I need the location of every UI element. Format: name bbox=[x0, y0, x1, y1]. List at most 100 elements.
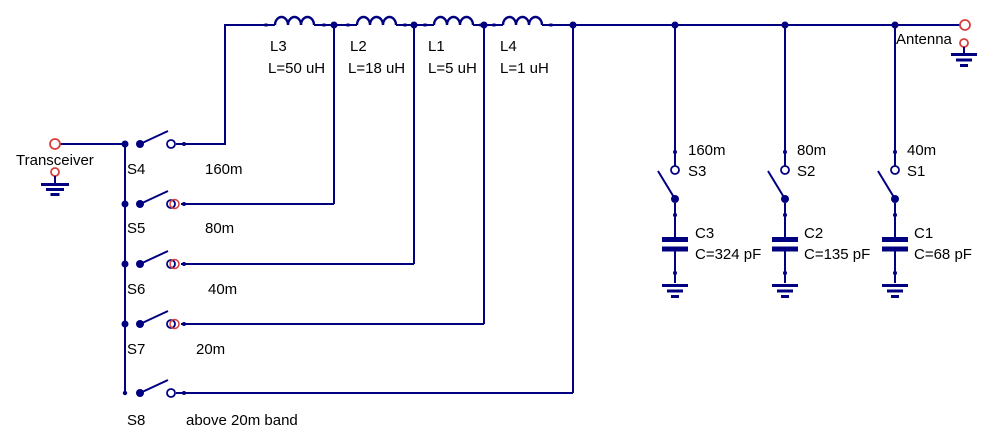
capacitor-C3[interactable]: C3 C=324 pF bbox=[662, 225, 761, 263]
inductor-ref: L4 bbox=[500, 38, 517, 55]
switch-band-label: 80m bbox=[797, 142, 826, 159]
port-antenna[interactable]: Antenna bbox=[896, 19, 971, 48]
switch-band-label: 40m bbox=[907, 142, 936, 159]
switch-ref: S1 bbox=[907, 163, 925, 180]
pin-dot bbox=[182, 202, 186, 206]
inductor-value: L=1 uH bbox=[500, 60, 549, 77]
inductor-ref: L3 bbox=[270, 38, 287, 55]
pin-dot bbox=[322, 23, 326, 27]
pin-dot bbox=[893, 213, 897, 217]
switch-S8[interactable]: S8 above 20m band bbox=[127, 379, 298, 429]
pin-dot bbox=[673, 150, 677, 154]
inductor-value: L=50 uH bbox=[268, 60, 325, 77]
pin-dot bbox=[182, 262, 186, 266]
switch-band-label: above 20m band bbox=[186, 412, 298, 429]
switch-open-contact-icon bbox=[890, 165, 900, 175]
switch-open-contact-icon bbox=[670, 165, 680, 175]
switch-blade-icon[interactable] bbox=[139, 190, 169, 205]
ground-C1[interactable] bbox=[882, 271, 908, 298]
switch-ref: S6 bbox=[127, 281, 145, 298]
ground-C3[interactable] bbox=[662, 271, 688, 298]
pin-dot bbox=[182, 322, 186, 326]
switch-blade-icon[interactable] bbox=[657, 170, 676, 200]
inductor-coil-icon[interactable] bbox=[432, 15, 475, 26]
switch-open-contact-icon bbox=[780, 165, 790, 175]
capacitor-C1[interactable]: C1 C=68 pF bbox=[882, 225, 972, 263]
junction-dot bbox=[121, 140, 129, 148]
switch-S6[interactable]: S6 40m bbox=[127, 250, 237, 298]
ground-icon bbox=[772, 284, 798, 298]
capacitor-plate-icon[interactable] bbox=[662, 237, 688, 242]
port-node-icon[interactable] bbox=[49, 138, 61, 150]
inductor-L2[interactable]: L2 L=18 uH bbox=[346, 15, 407, 77]
switch-blade-icon[interactable] bbox=[767, 170, 786, 200]
switch-band-label: 20m bbox=[196, 341, 225, 358]
inductor-value: L=18 uH bbox=[348, 60, 405, 77]
switch-blade-icon[interactable] bbox=[139, 250, 169, 265]
inductor-coil-icon[interactable] bbox=[273, 15, 316, 26]
capacitor-plate-icon[interactable] bbox=[772, 237, 798, 242]
switch-S2[interactable]: 80m S2 bbox=[767, 142, 826, 217]
switch-blade-icon[interactable] bbox=[139, 379, 169, 394]
capacitor-plate-icon[interactable] bbox=[882, 237, 908, 242]
ground-C2[interactable] bbox=[772, 271, 798, 298]
port-node-icon[interactable] bbox=[959, 19, 971, 31]
inductor-coil-icon[interactable] bbox=[501, 15, 544, 26]
pin-dot bbox=[403, 23, 407, 27]
inductor-coil-icon[interactable] bbox=[355, 15, 398, 26]
switch-S7[interactable]: S7 20m bbox=[127, 310, 225, 358]
junction-dot bbox=[480, 21, 488, 29]
pin-dot bbox=[893, 271, 897, 275]
switch-ref: S3 bbox=[688, 163, 706, 180]
ground-antenna[interactable] bbox=[951, 38, 977, 67]
switch-S3[interactable]: 160m S3 bbox=[657, 142, 726, 217]
capacitor-value: C=68 pF bbox=[914, 246, 972, 263]
junction-dot bbox=[121, 200, 129, 208]
junction-dot bbox=[781, 21, 789, 29]
pin-dot bbox=[783, 271, 787, 275]
junction-dot bbox=[121, 260, 129, 268]
capacitor-plate-icon[interactable] bbox=[772, 246, 798, 252]
port-transceiver-label: Transceiver bbox=[16, 152, 94, 169]
pin-dot bbox=[783, 150, 787, 154]
switch-blade-icon[interactable] bbox=[139, 130, 169, 145]
capacitor-ref: C3 bbox=[695, 225, 714, 242]
inductor-L3[interactable]: L3 L=50 uH bbox=[264, 15, 326, 77]
junction-dot bbox=[122, 390, 128, 396]
switch-S5[interactable]: S5 80m bbox=[127, 190, 234, 237]
pin-dot bbox=[673, 271, 677, 275]
switch-band-label: 160m bbox=[688, 142, 726, 159]
switch-open-contact-icon bbox=[166, 139, 176, 149]
switch-contact-dot bbox=[891, 195, 899, 203]
pin-dot bbox=[783, 213, 787, 217]
junction-dot bbox=[121, 320, 129, 328]
port-transceiver[interactable]: Transceiver bbox=[16, 138, 94, 169]
pin-dot bbox=[492, 23, 496, 27]
switch-S1[interactable]: 40m S1 bbox=[877, 142, 936, 217]
ground-node-icon bbox=[50, 167, 60, 177]
inductor-ref: L1 bbox=[428, 38, 445, 55]
wires bbox=[60, 24, 960, 394]
capacitor-plate-icon[interactable] bbox=[662, 246, 688, 252]
ground-icon bbox=[882, 284, 908, 298]
capacitor-C2[interactable]: C2 C=135 pF bbox=[772, 225, 870, 263]
capacitor-value: C=135 pF bbox=[804, 246, 870, 263]
ground-icon bbox=[662, 284, 688, 298]
node-marker-icon bbox=[169, 198, 180, 210]
inductor-L1[interactable]: L1 L=5 uH bbox=[423, 15, 483, 77]
switch-S4[interactable]: S4 160m bbox=[127, 130, 243, 178]
vertical-drop-wires bbox=[333, 25, 896, 393]
ground-transceiver[interactable] bbox=[41, 167, 69, 196]
switch-open-contact-icon bbox=[166, 319, 176, 329]
inductor-L4[interactable]: L4 L=1 uH bbox=[492, 15, 553, 77]
switch-blade-icon[interactable] bbox=[139, 310, 169, 325]
switch-open-contact-icon bbox=[166, 388, 176, 398]
capacitor-plate-icon[interactable] bbox=[882, 246, 908, 252]
switch-blade-icon[interactable] bbox=[877, 170, 896, 200]
switch-contact-dot bbox=[671, 195, 679, 203]
capacitor-ref: C2 bbox=[804, 225, 823, 242]
switch-band-label: 160m bbox=[205, 161, 243, 178]
pin-dot bbox=[549, 23, 553, 27]
